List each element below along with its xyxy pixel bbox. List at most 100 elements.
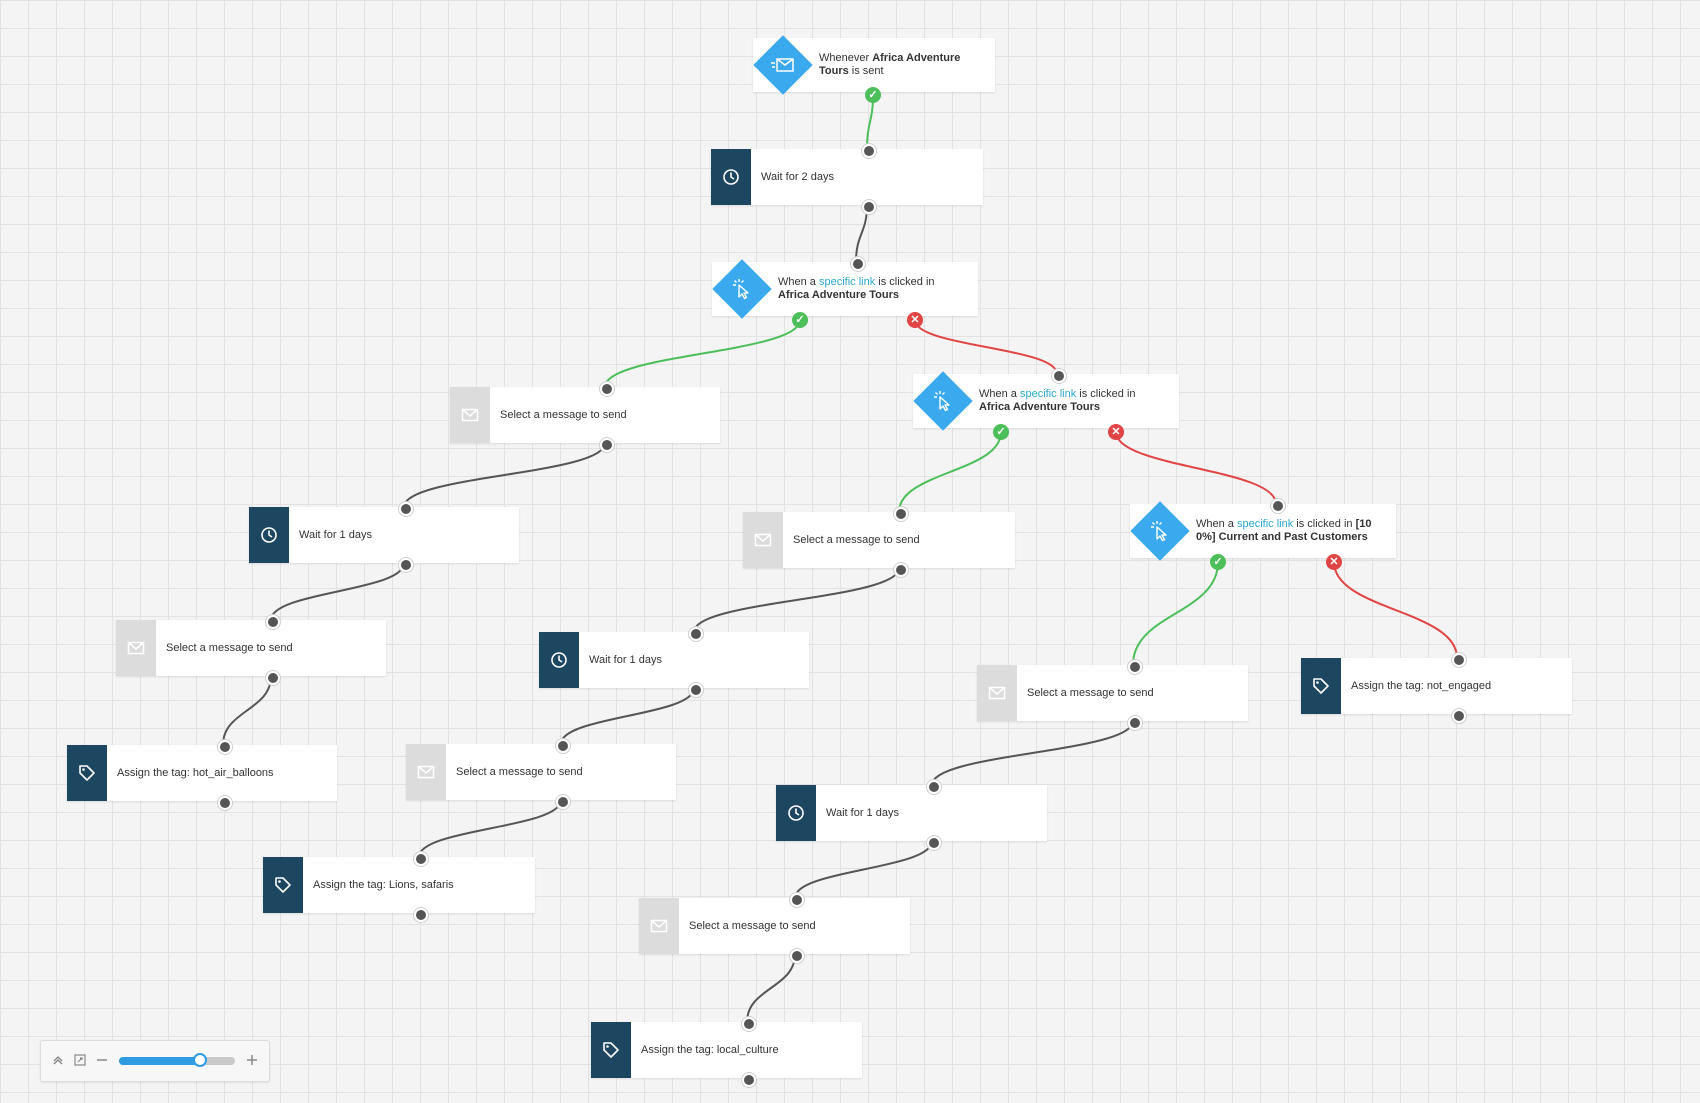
message-step-m5[interactable]: Select a message to send: [977, 665, 1248, 721]
input-port[interactable]: [790, 893, 804, 907]
trigger-text-mid: is clicked in: [1076, 388, 1136, 400]
no-branch-icon[interactable]: ✕: [1326, 554, 1342, 570]
output-port[interactable]: [414, 908, 428, 922]
step-label: Wait for 2 days: [761, 170, 834, 183]
connector-m6-g3: [746, 953, 796, 1023]
yes-branch-icon[interactable]: ✓: [993, 424, 1009, 440]
step-label: Select a message to send: [456, 765, 583, 778]
input-port[interactable]: [1271, 499, 1285, 513]
trigger-text-mid: is sent: [848, 65, 884, 77]
input-port[interactable]: [1452, 653, 1466, 667]
envelope-icon: [116, 620, 156, 676]
output-port[interactable]: [790, 949, 804, 963]
step-label: Assign the tag: Lions, safaris: [313, 878, 454, 891]
input-port[interactable]: [894, 507, 908, 521]
collapse-icon[interactable]: [49, 1051, 67, 1069]
step-label: Select a message to send: [166, 641, 293, 654]
tag-step-g4[interactable]: Assign the tag: not_engaged: [1301, 658, 1572, 714]
input-port[interactable]: [1128, 660, 1142, 674]
message-step-m4[interactable]: Select a message to send: [406, 744, 676, 800]
input-port[interactable]: [689, 627, 703, 641]
input-port[interactable]: [851, 257, 865, 271]
connector-w2-m4: [560, 687, 695, 745]
yes-branch-icon[interactable]: ✓: [1210, 554, 1226, 570]
output-port[interactable]: [689, 683, 703, 697]
trigger-label: When a specific link is clicked in Afric…: [778, 262, 968, 316]
output-port[interactable]: [862, 200, 876, 214]
input-port[interactable]: [556, 739, 570, 753]
connector-t2-m1: [604, 319, 801, 388]
output-port[interactable]: [556, 795, 570, 809]
message-step-m2[interactable]: Select a message to send: [116, 620, 386, 676]
no-branch-icon[interactable]: ✕: [1108, 424, 1124, 440]
trigger-label: When a specific link is clicked in [10 0…: [1196, 504, 1386, 558]
zoom-slider-handle[interactable]: [193, 1053, 208, 1067]
message-step-m1[interactable]: Select a message to send: [450, 387, 720, 443]
trigger-text-link[interactable]: specific link: [1236, 518, 1294, 530]
cursor-click-icon: [913, 371, 973, 431]
envelope-icon: [639, 898, 679, 954]
input-port[interactable]: [862, 144, 876, 158]
trigger-text-link[interactable]: specific link: [818, 276, 876, 288]
input-port[interactable]: [600, 382, 614, 396]
step-label: Select a message to send: [1027, 686, 1154, 699]
input-port[interactable]: [414, 852, 428, 866]
tag-icon: [263, 857, 303, 913]
connector-t3-t4: [1115, 431, 1277, 505]
wait-step-w2[interactable]: Wait for 1 days: [539, 632, 809, 688]
yes-branch-icon[interactable]: ✓: [865, 87, 881, 103]
tag-step-g2[interactable]: Assign the tag: Lions, safaris: [263, 857, 535, 913]
envelope-icon: [450, 387, 490, 443]
output-port[interactable]: [1128, 716, 1142, 730]
connector-t4-g4: [1333, 561, 1458, 659]
input-port[interactable]: [399, 502, 413, 516]
step-label: Wait for 1 days: [299, 528, 372, 541]
wait-step-w3[interactable]: Wait for 1 days: [776, 785, 1047, 841]
step-label: Assign the tag: local_culture: [641, 1043, 779, 1056]
input-port[interactable]: [927, 780, 941, 794]
tag-step-g1[interactable]: Assign the tag: hot_air_balloons: [67, 745, 337, 801]
output-port[interactable]: [600, 438, 614, 452]
wait-step-w0[interactable]: Wait for 2 days: [711, 149, 983, 205]
output-port[interactable]: [218, 796, 232, 810]
no-branch-icon[interactable]: ✕: [907, 312, 923, 328]
trigger-text-link[interactable]: specific link: [1019, 388, 1077, 400]
zoom-in-icon[interactable]: [243, 1051, 261, 1069]
cursor-click-icon: [712, 259, 772, 319]
input-port[interactable]: [742, 1017, 756, 1031]
cursor-click-icon: [1130, 501, 1190, 561]
clock-icon: [249, 507, 289, 563]
message-step-m3[interactable]: Select a message to send: [743, 512, 1015, 568]
connector-w3-m6: [794, 840, 933, 899]
trigger-t2[interactable]: When a specific link is clicked in Afric…: [712, 262, 978, 316]
zoom-out-icon[interactable]: [93, 1051, 111, 1069]
input-port[interactable]: [266, 615, 280, 629]
trigger-text-bold2: Africa Adventure Tours: [979, 401, 1101, 413]
wait-step-w1[interactable]: Wait for 1 days: [249, 507, 519, 563]
trigger-text-bold2: Africa Adventure Tours: [778, 289, 900, 301]
output-port[interactable]: [1452, 709, 1466, 723]
output-port[interactable]: [894, 563, 908, 577]
output-port[interactable]: [742, 1073, 756, 1087]
message-step-m6[interactable]: Select a message to send: [639, 898, 910, 954]
zoom-slider[interactable]: [119, 1053, 235, 1067]
clock-icon: [539, 632, 579, 688]
output-port[interactable]: [927, 836, 941, 850]
fit-icon[interactable]: [71, 1051, 89, 1069]
output-port[interactable]: [266, 671, 280, 685]
tag-step-g3[interactable]: Assign the tag: local_culture: [591, 1022, 862, 1078]
envelope-icon: [743, 512, 783, 568]
connector-t3-m3: [898, 431, 1002, 513]
input-port[interactable]: [218, 740, 232, 754]
zoom-slider-fill: [119, 1057, 201, 1065]
input-port[interactable]: [1052, 369, 1066, 383]
yes-branch-icon[interactable]: ✓: [792, 312, 808, 328]
zoom-toolbar: [40, 1040, 270, 1082]
step-label: Select a message to send: [793, 533, 920, 546]
tag-icon: [67, 745, 107, 801]
envelope-send-icon: [753, 35, 813, 95]
trigger-text-pre: When a: [778, 276, 819, 288]
trigger-text-bold2: [10 0%] Current and Past Customers: [1196, 518, 1372, 543]
output-port[interactable]: [399, 558, 413, 572]
connector-m3-w2: [693, 567, 900, 633]
